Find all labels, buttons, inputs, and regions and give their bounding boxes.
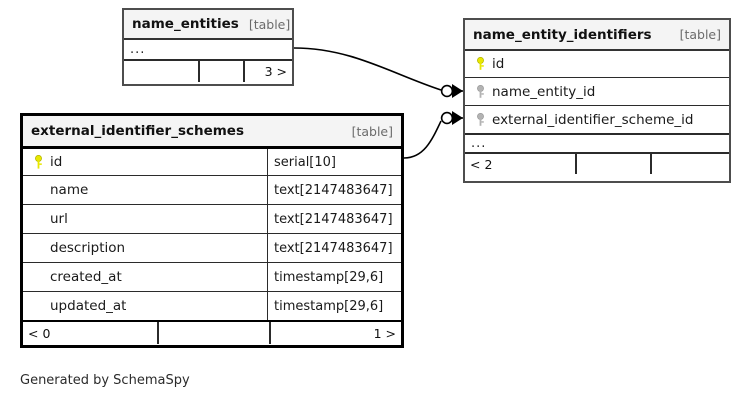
column-name: description bbox=[50, 240, 126, 256]
zero-cardinality-circle bbox=[440, 111, 454, 125]
footer-outgoing-count bbox=[650, 154, 729, 174]
table-type-tag: [table] bbox=[351, 123, 393, 139]
table-title: name_entities bbox=[132, 16, 239, 32]
column-type: text[2147483647] bbox=[267, 205, 401, 233]
table-row[interactable]: name text[2147483647] bbox=[23, 175, 401, 204]
relationship-external-identifier-schemes-to-name-entity-identifiers bbox=[403, 111, 463, 159]
column-name: name_entity_id bbox=[492, 83, 596, 100]
table-name-entities[interactable]: name_entities [table] ... 3 > bbox=[122, 8, 294, 86]
gray-key-icon bbox=[471, 112, 489, 127]
footer-middle bbox=[198, 61, 243, 82]
table-row[interactable]: description text[2147483647] bbox=[23, 233, 401, 262]
footer-incoming-count: < 2 bbox=[470, 156, 493, 172]
crows-foot-many bbox=[452, 111, 463, 125]
generator-credit: Generated by SchemaSpy bbox=[20, 373, 190, 388]
relationship-name-entities-to-name-entity-identifiers bbox=[293, 47, 463, 98]
collapsed-columns-indicator: ... bbox=[465, 133, 729, 152]
column-name: url bbox=[50, 211, 68, 227]
column-type: timestamp[29,6] bbox=[267, 263, 401, 291]
table-type-tag: [table] bbox=[679, 27, 721, 42]
table-header: external_identifier_schemes [table] bbox=[23, 116, 401, 146]
column-name: updated_at bbox=[50, 298, 127, 314]
table-external-identifier-schemes[interactable]: external_identifier_schemes [table] id s… bbox=[20, 113, 404, 348]
table-name-entity-identifiers[interactable]: name_entity_identifiers [table] id bbox=[463, 18, 731, 183]
table-footer: < 2 bbox=[465, 152, 729, 174]
footer-incoming-count: < 0 bbox=[28, 325, 51, 341]
column-name: created_at bbox=[50, 269, 122, 285]
column-type: timestamp[29,6] bbox=[267, 292, 401, 320]
table-title: name_entity_identifiers bbox=[473, 26, 652, 43]
collapsed-columns-indicator: ... bbox=[124, 38, 292, 59]
crows-foot-many bbox=[452, 84, 463, 98]
table-row[interactable]: name_entity_id bbox=[465, 77, 729, 105]
table-row[interactable]: id serial[10] bbox=[23, 146, 401, 175]
zero-cardinality-circle bbox=[440, 84, 454, 98]
column-name: id bbox=[50, 154, 63, 170]
table-header: name_entity_identifiers [table] bbox=[465, 20, 729, 49]
gray-key-icon bbox=[471, 84, 489, 99]
column-type: serial[10] bbox=[267, 149, 401, 175]
table-row[interactable]: created_at timestamp[29,6] bbox=[23, 262, 401, 291]
column-name: name bbox=[50, 182, 89, 198]
footer-middle bbox=[575, 154, 650, 174]
column-name: external_identifier_scheme_id bbox=[492, 111, 694, 128]
footer-middle bbox=[157, 322, 269, 344]
footer-outgoing-count: 3 > bbox=[243, 61, 292, 82]
table-row[interactable]: external_identifier_scheme_id bbox=[465, 105, 729, 133]
yellow-key-icon bbox=[471, 57, 489, 71]
footer-incoming-count bbox=[124, 61, 198, 82]
table-header: name_entities [table] bbox=[124, 10, 292, 38]
table-footer: 3 > bbox=[124, 59, 292, 82]
table-title: external_identifier_schemes bbox=[31, 123, 245, 139]
table-type-tag: [table] bbox=[248, 16, 291, 32]
table-footer: < 0 1 > bbox=[23, 320, 401, 344]
table-row[interactable]: url text[2147483647] bbox=[23, 204, 401, 233]
column-name: id bbox=[492, 56, 505, 72]
column-type: text[2147483647] bbox=[267, 176, 401, 204]
table-row[interactable]: id bbox=[465, 49, 729, 77]
yellow-key-icon bbox=[29, 154, 47, 170]
column-type: text[2147483647] bbox=[267, 234, 401, 262]
footer-outgoing-count: 1 > bbox=[269, 322, 401, 344]
table-row[interactable]: updated_at timestamp[29,6] bbox=[23, 291, 401, 320]
